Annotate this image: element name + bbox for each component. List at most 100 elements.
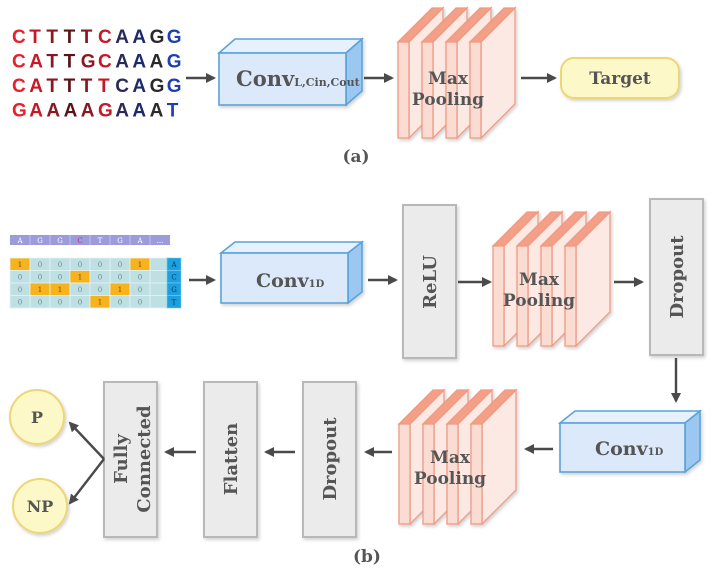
output-np-node <box>12 478 68 534</box>
one-hot-value: 0 <box>18 286 22 294</box>
conv1-label: Conv1D <box>256 270 325 292</box>
nucleotide: A <box>132 27 147 48</box>
nucleotide: A <box>81 101 96 122</box>
nucleotide: G <box>167 76 183 97</box>
nucleotide: A <box>29 52 44 73</box>
nucleotide: C <box>98 27 113 48</box>
nucleotide: G <box>81 52 97 73</box>
one-hot-value: 0 <box>98 274 102 282</box>
one-hot-value: 0 <box>58 274 62 282</box>
panel-a-caption: (a) <box>342 147 369 167</box>
nucleotide: C <box>12 52 27 73</box>
dropout1-label: Dropout <box>667 235 688 319</box>
one-hot-value: 0 <box>118 299 122 307</box>
nucleotide: G <box>98 101 114 122</box>
maxpool-block-2 <box>397 388 518 526</box>
nucleotide: G <box>167 52 183 73</box>
one-hot-value: 0 <box>78 286 82 294</box>
nucleotide: A <box>150 101 165 122</box>
nucleotide-label-cell <box>166 295 182 309</box>
one-hot-value: 1 <box>18 261 22 269</box>
conv1d-block-1 <box>218 240 365 305</box>
arrow-fc-to-np <box>68 458 105 505</box>
nucleotide: T <box>46 52 59 73</box>
nucleotide: T <box>29 27 42 48</box>
one-hot-value: 1 <box>78 274 82 282</box>
nucleotide-label: A <box>170 261 177 269</box>
nucleotide: A <box>46 101 61 122</box>
nucleotide: A <box>64 101 79 122</box>
one-hot-value: 0 <box>118 261 122 269</box>
output-np-label: NP <box>27 497 54 516</box>
target-label: Target <box>589 69 651 89</box>
nucleotide: T <box>167 101 180 122</box>
flatten-box <box>203 381 258 538</box>
one-hot-value: 0 <box>78 299 82 307</box>
one-hot-value: 0 <box>138 274 142 282</box>
one-hot-value: 0 <box>58 261 62 269</box>
one-hot-value: 1 <box>118 286 122 294</box>
maxpool-block-a <box>396 6 517 140</box>
nucleotide: T <box>98 76 111 97</box>
sequence-letter: ... <box>157 237 164 245</box>
nucleotide: C <box>12 76 27 97</box>
pool-a-label-line1: Max <box>428 69 469 89</box>
one-hot-value: 0 <box>98 261 102 269</box>
pooling-feature-map <box>563 210 612 348</box>
one-hot-value: 0 <box>78 261 82 269</box>
nucleotide: A <box>29 101 44 122</box>
one-hot-value: 1 <box>58 286 62 294</box>
sequence-letter: G <box>117 237 123 245</box>
nucleotide: G <box>150 76 166 97</box>
one-hot-value: 0 <box>38 299 42 307</box>
relu-label: ReLU <box>420 255 441 309</box>
relu-box <box>402 204 457 359</box>
sequence-letter: G <box>57 237 63 245</box>
nucleotide-label: C <box>171 274 176 282</box>
one-hot-value: 1 <box>138 261 142 269</box>
one-hot-value: 0 <box>18 299 22 307</box>
panel-b-caption: (b) <box>353 547 381 567</box>
dropout-box-2 <box>302 381 357 538</box>
nucleotide: C <box>115 76 130 97</box>
one-hot-value: 0 <box>58 299 62 307</box>
nucleotide: C <box>98 52 113 73</box>
nucleotide: A <box>115 101 130 122</box>
flatten-label: Flatten <box>221 423 242 495</box>
conv-a-label: ConvL,Cin,Cout <box>236 66 361 91</box>
nucleotide: T <box>81 76 94 97</box>
arrow-fc-to-p <box>68 421 105 460</box>
one-hot-value: 1 <box>38 286 42 294</box>
nucleotide: A <box>132 76 147 97</box>
nucleotide: A <box>115 52 130 73</box>
nucleotide: G <box>167 27 183 48</box>
pool1-label-line1: Max <box>519 270 560 290</box>
pool-a-label-line2: Pooling <box>412 90 484 110</box>
nucleotide: T <box>64 52 77 73</box>
one-hot-value: 1 <box>98 299 102 307</box>
nucleotide: T <box>46 27 59 48</box>
nucleotide: G <box>150 27 166 48</box>
one-hot-value: 0 <box>138 286 142 294</box>
sequence-letter: A <box>136 237 143 245</box>
pool1-label-line2: Pooling <box>503 291 575 311</box>
target-box <box>560 57 680 99</box>
one-hot-value: 0 <box>38 274 42 282</box>
nucleotide: T <box>81 27 94 48</box>
one-hot-value: 0 <box>138 299 142 307</box>
nucleotide: A <box>132 52 147 73</box>
nucleotide: T <box>64 27 77 48</box>
sequence-letter: C <box>77 237 82 245</box>
output-p-label: P <box>31 408 43 427</box>
